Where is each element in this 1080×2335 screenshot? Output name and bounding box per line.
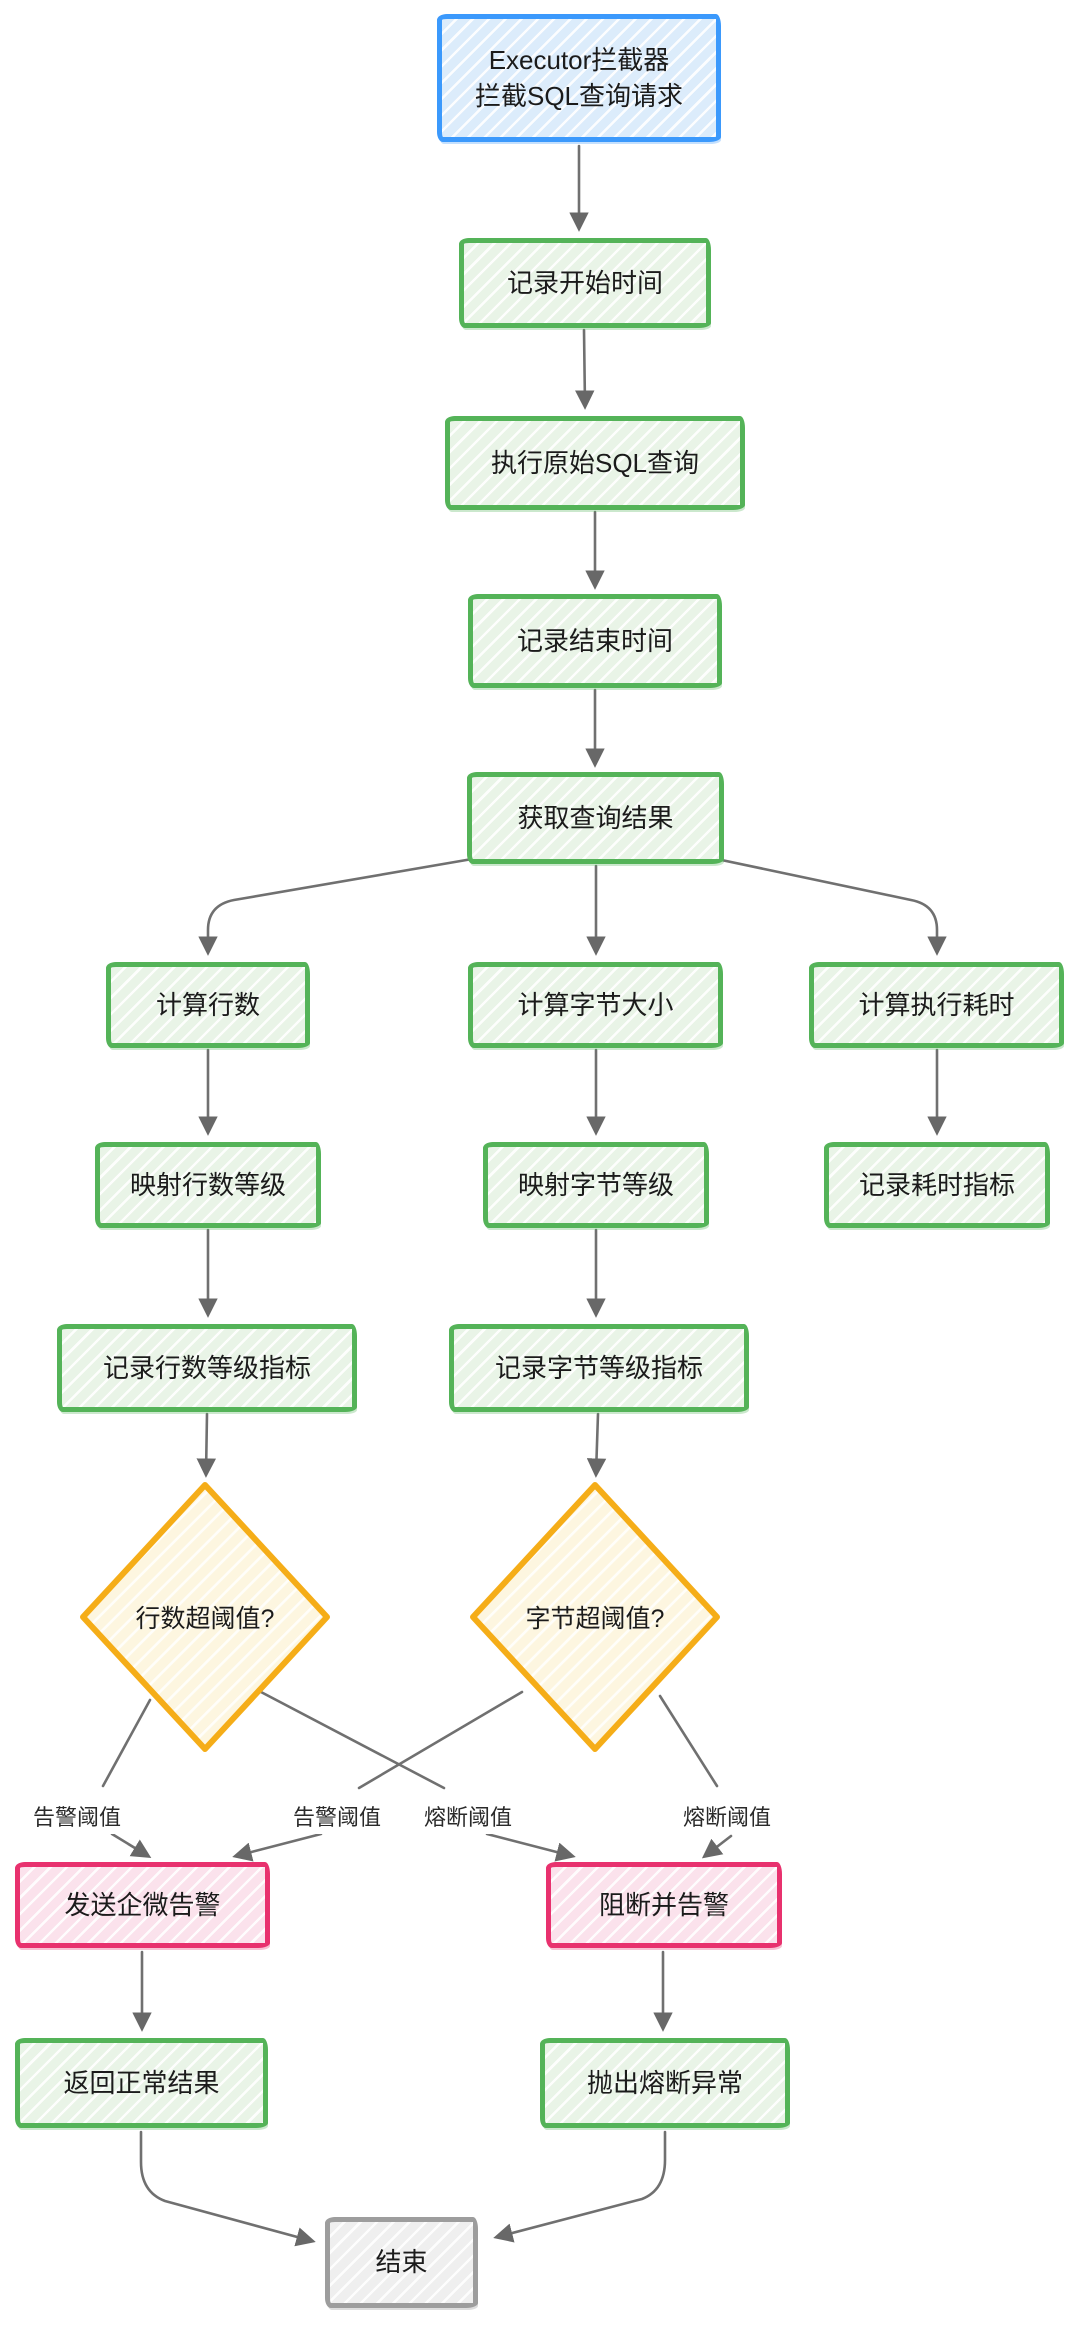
node-calc-byte-size: 计算字节大小 xyxy=(468,962,723,1048)
node-label: 计算执行耗时 xyxy=(858,989,1015,1020)
node-map-row-level: 映射行数等级 xyxy=(95,1142,321,1228)
node-label: 阻断并告警 xyxy=(598,1889,729,1920)
node-label: 记录行数等级指标 xyxy=(102,1352,311,1383)
node-label: 记录耗时指标 xyxy=(858,1169,1015,1200)
edge-alert1-to-wecom xyxy=(110,1832,152,1859)
edge-rowdec-to-alert-upper xyxy=(101,1698,152,1788)
edge-record-start-to-execute xyxy=(575,328,595,410)
decision-shapes xyxy=(80,1482,720,1752)
node-end: 结束 xyxy=(325,2217,478,2308)
edge-bytedec-to-break-upper xyxy=(658,1694,719,1788)
node-label: 执行原始SQL查询 xyxy=(490,447,700,478)
edge-row-metric-to-decision xyxy=(196,1412,217,1478)
node-label: 映射字节等级 xyxy=(517,1169,674,1200)
decision-byte-threshold: 字节超阈值? xyxy=(475,1595,715,1639)
decision-row-threshold: 行数超阈值? xyxy=(85,1595,325,1639)
edge-byte-metric-to-decision xyxy=(586,1412,607,1478)
node-label: 获取查询结果 xyxy=(517,802,674,833)
node-record-start-time: 记录开始时间 xyxy=(459,238,711,328)
node-execute-original-sql: 执行原始SQL查询 xyxy=(445,416,745,510)
node-send-wecom-alert: 发送企微告警 xyxy=(15,1862,270,1948)
node-label: 拦截SQL查询请求 xyxy=(474,81,684,111)
edge-label-byte-alert-threshold: 告警阈值 xyxy=(288,1798,386,1834)
decision-row-threshold-shape xyxy=(80,1482,330,1752)
edge-result-to-calc-time xyxy=(710,856,947,956)
node-label: 抛出熔断异常 xyxy=(586,2067,743,2098)
edge-label-row-break-threshold: 熔断阈值 xyxy=(419,1798,517,1834)
node-block-and-alert: 阻断并告警 xyxy=(546,1862,782,1948)
node-label: 返回正常结果 xyxy=(63,2067,220,2098)
node-label: Executor拦截器 xyxy=(488,44,670,75)
edge-return-to-end xyxy=(139,2130,316,2247)
node-label: 计算字节大小 xyxy=(517,989,674,1020)
decision-label: 字节超阈值? xyxy=(525,1605,665,1633)
node-get-query-result: 获取查询结果 xyxy=(467,772,724,864)
node-map-byte-level: 映射字节等级 xyxy=(483,1142,709,1228)
node-label: 发送企微告警 xyxy=(64,1889,221,1920)
edge-label-byte-break-threshold: 熔断阈值 xyxy=(678,1798,776,1834)
edge-alert2-to-wecom xyxy=(232,1832,323,1862)
edge-label-row-alert-threshold: 告警阈值 xyxy=(28,1798,126,1834)
node-record-row-level-metric: 记录行数等级指标 xyxy=(57,1324,357,1412)
node-record-end-time: 记录结束时间 xyxy=(468,594,722,688)
node-label: 结束 xyxy=(375,2247,428,2278)
node-label: 映射行数等级 xyxy=(129,1169,286,1200)
node-label: 记录开始时间 xyxy=(506,267,663,298)
edge-break1-to-block xyxy=(485,1832,576,1862)
decision-byte-threshold-shape xyxy=(470,1482,720,1752)
node-label: 记录字节等级指标 xyxy=(494,1352,703,1383)
node-throw-circuit-break-exception: 抛出熔断异常 xyxy=(540,2038,790,2128)
edge-throw-to-end xyxy=(493,2130,667,2243)
node-label: 记录结束时间 xyxy=(516,625,673,656)
node-executor-interceptor: Executor拦截器 拦截SQL查询请求 xyxy=(437,14,721,142)
edge-break2-to-block xyxy=(701,1834,733,1859)
edge-rowdec-to-break-upper xyxy=(259,1690,446,1790)
node-record-byte-level-metric: 记录字节等级指标 xyxy=(449,1324,749,1412)
edge-result-to-calc-rows xyxy=(198,856,480,956)
node-calc-row-count: 计算行数 xyxy=(106,962,310,1048)
node-label: 计算行数 xyxy=(155,989,260,1020)
node-calc-exec-time: 计算执行耗时 xyxy=(809,962,1064,1048)
node-record-time-metric: 记录耗时指标 xyxy=(824,1142,1050,1228)
node-return-normal-result: 返回正常结果 xyxy=(15,2038,268,2128)
edge-bytedec-to-alert-upper xyxy=(357,1690,524,1790)
decision-label: 行数超阈值? xyxy=(135,1605,275,1633)
